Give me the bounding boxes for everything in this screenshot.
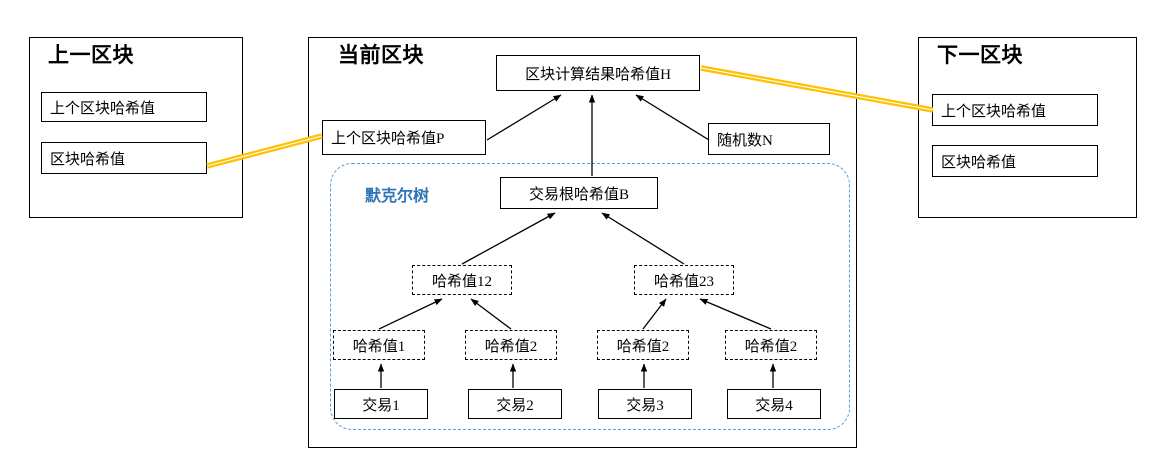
current-block-container xyxy=(308,37,857,448)
next-block-title: 下一区块 xyxy=(937,43,1023,67)
previous-block-field-prev-hash[interactable]: 上个区块哈希值 xyxy=(41,92,207,122)
previous-block-container xyxy=(29,37,243,218)
next-block-container xyxy=(918,37,1137,218)
merkle-root-hash-b[interactable]: 交易根哈希值B xyxy=(500,177,658,209)
merkle-leaf-hash-4[interactable]: 哈希值2 xyxy=(725,330,817,360)
previous-block-title: 上一区块 xyxy=(48,43,134,67)
merkle-tree-label: 默克尔树 xyxy=(365,188,430,205)
merkle-leaf-hash-2[interactable]: 哈希值2 xyxy=(465,330,557,360)
transaction-4[interactable]: 交易4 xyxy=(727,389,821,419)
transaction-1[interactable]: 交易1 xyxy=(334,389,428,419)
merkle-leaf-hash-1[interactable]: 哈希值1 xyxy=(333,330,425,360)
merkle-internal-hash-23[interactable]: 哈希值23 xyxy=(634,265,734,295)
merkle-tree-zone xyxy=(330,163,850,430)
nonce-n[interactable]: 随机数N xyxy=(708,123,830,155)
previous-block-hash-p[interactable]: 上个区块哈希值P xyxy=(322,120,486,155)
transaction-3[interactable]: 交易3 xyxy=(598,389,692,419)
merkle-internal-hash-12[interactable]: 哈希值12 xyxy=(412,265,512,295)
next-block-field-block-hash[interactable]: 区块哈希值 xyxy=(932,145,1098,177)
previous-block-field-block-hash[interactable]: 区块哈希值 xyxy=(41,142,207,174)
transaction-2[interactable]: 交易2 xyxy=(468,389,562,419)
current-block-title: 当前区块 xyxy=(338,43,424,67)
next-block-field-prev-hash[interactable]: 上个区块哈希值 xyxy=(932,94,1098,126)
merkle-leaf-hash-3[interactable]: 哈希值2 xyxy=(597,330,689,360)
block-result-hash-h[interactable]: 区块计算结果哈希值H xyxy=(496,55,700,91)
